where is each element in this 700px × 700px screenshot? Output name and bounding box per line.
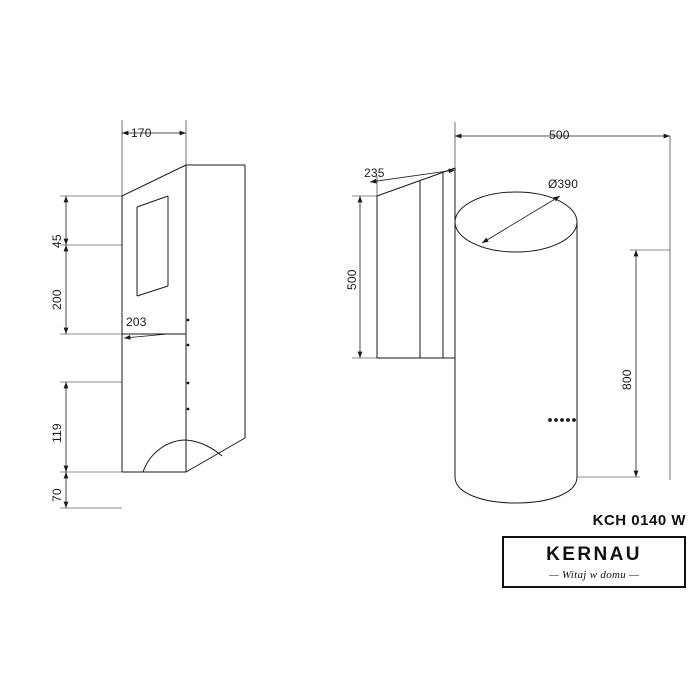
- dimension-label-side-119: 119: [50, 423, 64, 443]
- side-view-dimension-lines: [60, 120, 187, 509]
- dimension-label-side-200: 200: [50, 289, 64, 310]
- dimension-label-side-70: 70: [50, 488, 64, 502]
- model-code: KCH 0140 W: [592, 512, 686, 529]
- brand-name: KERNAU: [546, 544, 642, 565]
- dimension-label-front-235: 235: [364, 166, 385, 180]
- dimension-label-front-500-height: 500: [345, 269, 359, 290]
- dimension-label-front-500-width: 500: [549, 128, 570, 142]
- brand-logo-box: KERNAU — Witaj w domu —: [502, 536, 686, 588]
- front-view-drawing: [376, 167, 578, 504]
- dimension-label-front-800: 800: [620, 369, 634, 390]
- dimension-label-side-203: 203: [126, 315, 147, 329]
- dimension-label-side-45: 45: [50, 234, 64, 248]
- dimension-label-side-170: 170: [131, 126, 152, 140]
- front-view-dimension-lines: [352, 122, 671, 480]
- dimension-label-front-diameter-390: Ø390: [548, 177, 579, 191]
- brand-block: KCH 0140 W KERNAU — Witaj w domu —: [502, 512, 686, 588]
- brand-tagline: — Witaj w domu —: [548, 568, 640, 581]
- side-view-drawing: [121, 164, 246, 473]
